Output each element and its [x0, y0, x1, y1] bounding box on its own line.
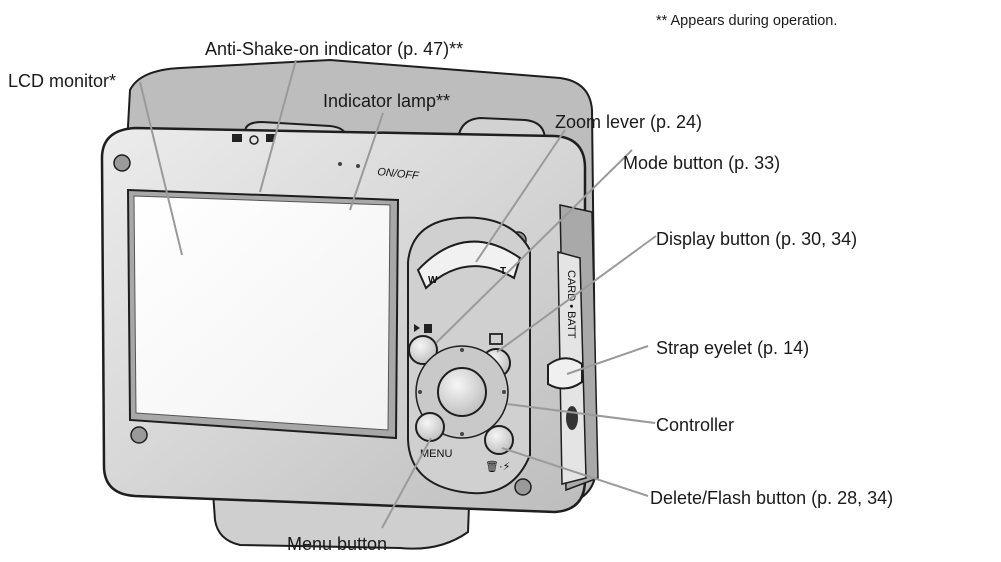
leader-lcd [139, 81, 183, 256]
display-icon [489, 333, 503, 345]
leader-display [496, 235, 657, 353]
footnote: ** Appears during operation. [656, 13, 837, 29]
card-batt-marking: CARD • BATT [565, 270, 577, 339]
leader-zoom [475, 129, 566, 263]
label-delete-flash: Delete/Flash button (p. 28, 34) [650, 488, 893, 508]
leader-mode [435, 149, 633, 344]
leader-controller [506, 403, 656, 424]
label-controller: Controller [656, 415, 734, 435]
label-display-button: Display button (p. 30, 34) [656, 229, 857, 249]
lcd-monitor [126, 188, 400, 440]
leader-menu [381, 437, 432, 529]
label-anti-shake: Anti-Shake-on indicator (p. 47)** [205, 39, 463, 59]
mode-button[interactable] [408, 324, 438, 365]
menu-marking: MENU [420, 448, 452, 460]
leader-delete [501, 447, 649, 497]
leader-anti-shake [259, 59, 297, 193]
label-menu-button: Menu button [287, 534, 387, 554]
label-zoom-lever: Zoom lever (p. 24) [555, 112, 702, 132]
label-indicator-lamp: Indicator lamp** [323, 91, 450, 111]
trash-flash-icon: 🗑·⚡ [485, 460, 510, 473]
on-off-marking: ON/OFF [377, 166, 421, 182]
zoom-w-label: W [428, 275, 438, 286]
label-strap-eyelet: Strap eyelet (p. 14) [656, 338, 809, 358]
playback-camera-icon [414, 324, 432, 333]
leader-lines [139, 59, 657, 529]
zoom-t-label: T [500, 266, 506, 277]
leader-strap [566, 345, 649, 375]
label-mode-button: Mode button (p. 33) [623, 153, 780, 173]
delete-flash-button[interactable]: 🗑·⚡ [484, 425, 514, 473]
leader-indicator-lamp [349, 112, 384, 211]
label-lcd-monitor: LCD monitor* [8, 71, 116, 91]
zoom-lever[interactable]: W T [416, 240, 522, 290]
